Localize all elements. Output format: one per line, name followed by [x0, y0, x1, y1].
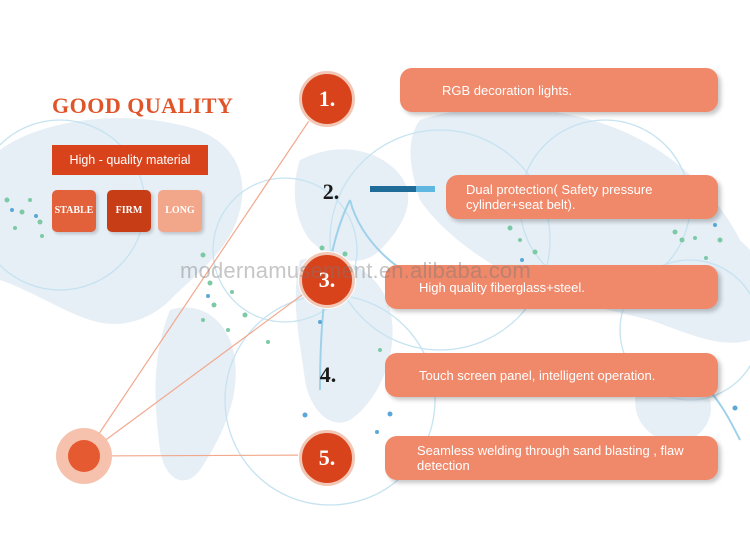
origin-node [56, 428, 112, 484]
feature-pill-3: High quality fiberglass+steel. [385, 265, 718, 309]
tile-stable: STABLE [52, 190, 96, 232]
feature-number-5: 5. [299, 430, 355, 486]
feature-pill-1: RGB decoration lights. [400, 68, 718, 112]
feature-number-1: 1. [299, 71, 355, 127]
feature-number-4: 4. [319, 362, 337, 387]
progress-bar-light [416, 186, 435, 192]
page-title: GOOD QUALITY [52, 93, 234, 118]
origin-node-core [68, 440, 100, 472]
tile-long: LONG [158, 190, 202, 232]
feature-number-3: 3. [299, 252, 355, 308]
material-banner: High - quality material [52, 145, 208, 175]
feature-pill-4: Touch screen panel, intelligent operatio… [385, 353, 718, 397]
feature-pill-5: Seamless welding through sand blasting ,… [385, 436, 718, 480]
progress-bar-dark [370, 186, 416, 192]
tile-firm: FIRM [107, 190, 151, 232]
watermark-text: modernamusement.en.alibaba.com [180, 258, 531, 283]
feature-number-2: 2. [322, 179, 340, 204]
feature-pill-2: Dual protection( Safety pressure cylinde… [446, 175, 718, 219]
